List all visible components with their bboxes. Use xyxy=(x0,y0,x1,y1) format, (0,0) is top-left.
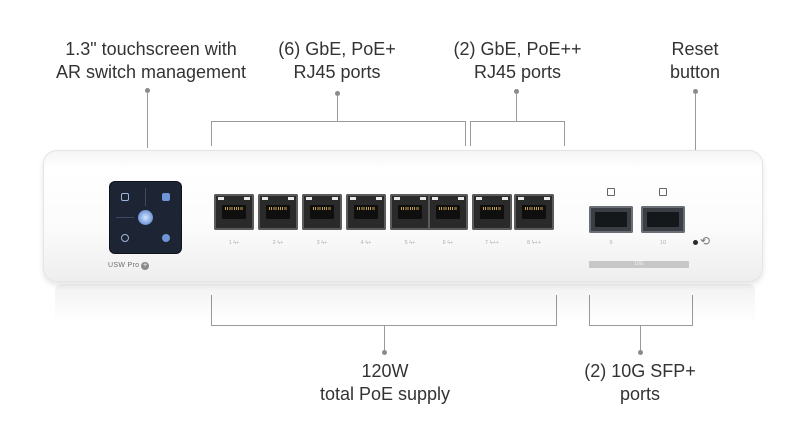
poe-supply-callout-line2: total PoE supply xyxy=(319,384,451,404)
sfp-group-bar: 10G xyxy=(589,261,689,268)
reset-callout-line2: button xyxy=(669,62,721,82)
sfp-port-10[interactable] xyxy=(641,206,685,233)
sfp-led-9 xyxy=(607,188,615,196)
sfp-callout-line1: (2) 10G SFP+ xyxy=(584,361,696,381)
poe-plus-callout-line1: (6) GbE, PoE+ xyxy=(278,39,396,59)
reset-leader-dot xyxy=(693,89,698,94)
device-reflection xyxy=(55,284,755,324)
rj45-port-4[interactable] xyxy=(346,194,386,230)
touchscreen-leader-dot xyxy=(145,88,150,93)
reset-callout: Reset button xyxy=(650,38,740,84)
poe-plus-plus-bracket-left xyxy=(470,121,471,146)
reset-symbol-icon: ⟲ xyxy=(700,234,711,248)
rj45-port-2[interactable] xyxy=(258,194,298,230)
info-icon[interactable] xyxy=(121,234,129,242)
touchscreen-callout-line1: 1.3" touchscreen with xyxy=(65,39,237,59)
sfp-bracket-left xyxy=(589,295,590,326)
poe-plus-leader xyxy=(337,95,338,122)
poe-plus-plus-bracket-right xyxy=(564,121,565,146)
sfp-label-10: 10 xyxy=(659,240,667,246)
reset-callout-line1: Reset xyxy=(671,39,719,59)
touchscreen-leader xyxy=(147,92,148,148)
poe-plus-bracket-right xyxy=(465,121,466,146)
model-label: USW Pro xyxy=(108,262,140,269)
poe-plus-plus-callout-line2: RJ45 ports xyxy=(473,62,562,82)
sfp-leader xyxy=(640,325,641,352)
poe-supply-bracket-left xyxy=(211,295,212,326)
rj45-port-6[interactable] xyxy=(428,194,468,230)
poe-plus-plus-bracket xyxy=(470,121,565,122)
port-label-3: 3 ϟ+ xyxy=(316,240,328,246)
touchscreen-callout: 1.3" touchscreen with AR switch manageme… xyxy=(46,38,256,84)
poe-supply-callout: 120W total PoE supply xyxy=(300,360,470,406)
port-label-1: 1 ϟ+ xyxy=(228,240,240,246)
status-orb-icon[interactable] xyxy=(138,210,153,225)
sfp-callout-line2: ports xyxy=(619,384,661,404)
rj45-port-5[interactable] xyxy=(390,194,430,230)
poe-plus-callout: (6) GbE, PoE+ RJ45 ports xyxy=(262,38,412,84)
touchscreen-display[interactable] xyxy=(110,182,181,253)
port-label-4: 4 ϟ+ xyxy=(360,240,372,246)
poe-plus-plus-leader xyxy=(516,93,517,122)
sfp-callout: (2) 10G SFP+ ports xyxy=(565,360,715,406)
sfp-bracket xyxy=(589,325,693,326)
sfp-bracket-right xyxy=(692,295,693,326)
plus-badge-icon: + xyxy=(141,262,149,270)
rj45-port-3[interactable] xyxy=(302,194,342,230)
poe-supply-leader xyxy=(384,325,385,352)
poe-supply-leader-dot xyxy=(382,350,387,355)
screen-divider-v xyxy=(145,188,146,206)
poe-plus-callout-line2: RJ45 ports xyxy=(293,62,381,82)
poe-supply-callout-line1: 120W xyxy=(361,361,409,381)
rj45-port-8[interactable] xyxy=(514,194,554,230)
display-icon[interactable] xyxy=(121,193,129,201)
touchscreen-callout-line2: AR switch management xyxy=(55,62,247,82)
poe-plus-plus-callout: (2) GbE, PoE++ RJ45 ports xyxy=(440,38,595,84)
poe-plus-plus-callout-line1: (2) GbE, PoE++ xyxy=(453,39,582,59)
sfp-label-9: 9 xyxy=(609,240,613,246)
port-label-8: 8 ϟ++ xyxy=(527,240,541,246)
port-label-6: 6 ϟ+ xyxy=(442,240,454,246)
screen-divider-h xyxy=(116,217,134,218)
reset-icon[interactable] xyxy=(162,234,170,242)
poe-supply-bracket-right xyxy=(556,295,557,326)
poe-plus-plus-leader-dot xyxy=(514,89,519,94)
sfp-port-9[interactable] xyxy=(589,206,633,233)
port-label-5: 5 ϟ+ xyxy=(404,240,416,246)
poe-plus-leader-dot xyxy=(335,91,340,96)
sfp-leader-dot xyxy=(638,350,643,355)
sfp-led-10 xyxy=(659,188,667,196)
poe-plus-bracket xyxy=(211,121,466,122)
poe-plus-bracket-left xyxy=(211,121,212,146)
port-label-7: 7 ϟ++ xyxy=(485,240,499,246)
rj45-port-7[interactable] xyxy=(472,194,512,230)
reset-button[interactable] xyxy=(693,240,698,245)
port-label-2: 2 ϟ+ xyxy=(272,240,284,246)
rj45-port-1[interactable] xyxy=(214,194,254,230)
settings-icon[interactable] xyxy=(162,193,170,201)
